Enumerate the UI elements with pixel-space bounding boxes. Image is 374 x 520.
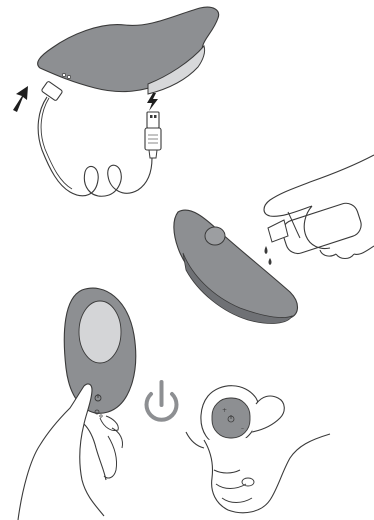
plus-icon: + [222,407,227,414]
charging-cable [38,97,152,196]
minus-icon: – [241,425,244,432]
power-symbol [147,382,177,420]
charging-port [62,73,65,76]
drop-icon [265,246,268,254]
magnetic-plug [41,81,63,101]
lubricant-bottle [268,200,364,256]
lightning-bolt-icon [147,93,158,111]
charging-panel [13,7,219,196]
up-arrow-icon [13,86,28,112]
lubricant-panel [174,155,374,323]
remote-control: + – [201,386,259,446]
device-charging [38,7,219,94]
usb-plug [145,112,161,158]
power-panel: + – [18,288,330,520]
